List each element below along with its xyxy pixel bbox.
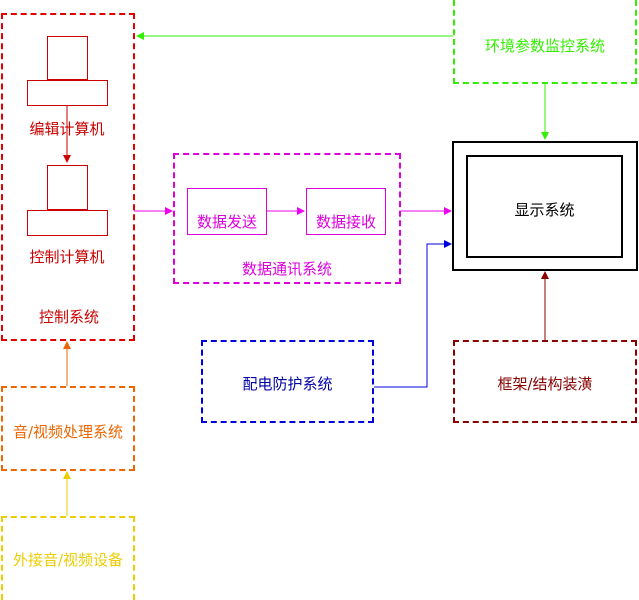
data-comm-box bbox=[173, 153, 401, 284]
control-system-label: 控制系统 bbox=[38, 308, 99, 326]
power-to-display-arrow bbox=[374, 240, 452, 388]
frame-decoration-label: 框架/结构装潢 bbox=[497, 375, 593, 393]
data-send-box bbox=[187, 188, 267, 235]
av-external-box bbox=[1, 516, 135, 600]
display-system-label: 显示系统 bbox=[514, 201, 575, 219]
control-computer-base-icon bbox=[27, 210, 108, 236]
av-processing-box bbox=[1, 386, 135, 471]
edit-computer-label: 编辑计算机 bbox=[29, 120, 105, 138]
control-computer-monitor-icon bbox=[47, 165, 88, 210]
data-comm-label: 数据通讯系统 bbox=[241, 260, 332, 278]
display-system-outer-frame bbox=[452, 141, 638, 271]
display-system-inner-frame bbox=[466, 155, 623, 258]
data-receive-box bbox=[306, 188, 386, 235]
edit-computer-base-icon bbox=[27, 80, 108, 106]
control-system-box bbox=[1, 13, 135, 341]
env-monitor-box bbox=[453, 0, 637, 84]
edit-computer-monitor-icon bbox=[47, 36, 88, 80]
av-processing-label: 音/视频处理系统 bbox=[12, 423, 124, 441]
data-receive-label: 数据接收 bbox=[315, 213, 376, 231]
power-protection-label: 配电防护系统 bbox=[242, 375, 333, 393]
data-send-label: 数据发送 bbox=[196, 213, 257, 231]
power-protection-box bbox=[201, 340, 374, 423]
control-computer-label: 控制计算机 bbox=[29, 248, 105, 266]
av-external-label: 外接音/视频设备 bbox=[12, 551, 124, 569]
frame-decoration-box bbox=[453, 340, 637, 423]
env-monitor-label: 环境参数监控系统 bbox=[484, 37, 605, 55]
